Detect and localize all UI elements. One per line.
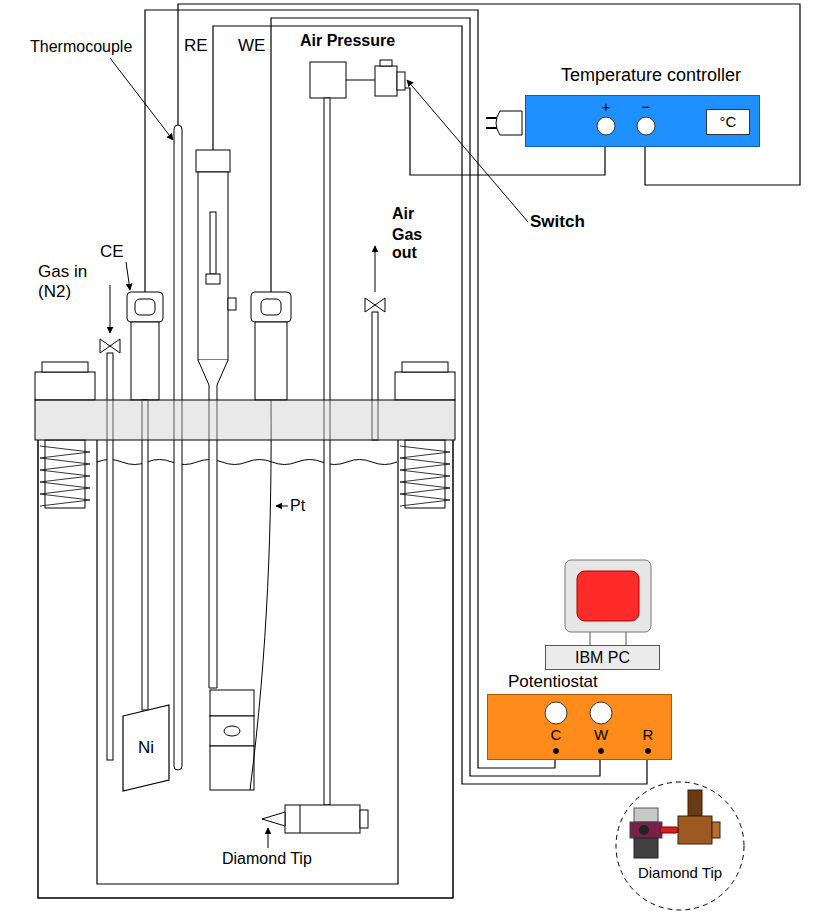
part-label: WE — [238, 36, 265, 56]
terminal-name: C — [551, 726, 562, 743]
heading: Temperature controller — [561, 65, 741, 86]
cap — [35, 372, 95, 400]
terminal-name: R — [643, 726, 654, 743]
push-rod — [324, 98, 330, 805]
reference-element — [210, 212, 216, 274]
box-text: IBM PC — [575, 648, 630, 666]
display-box: °C — [706, 109, 750, 135]
plate-outline — [123, 705, 169, 791]
heading: Potentiostat — [508, 672, 598, 692]
tip-body-line — [300, 805, 301, 833]
switch-port — [397, 72, 405, 90]
diamond-tip — [660, 827, 678, 833]
tip-knob — [360, 810, 368, 828]
terminal — [599, 749, 604, 754]
computer-box: IBM PC — [545, 645, 660, 670]
cap-stem — [405, 440, 445, 508]
pt-wire — [250, 400, 271, 790]
wire — [178, 4, 800, 185]
sample-holder — [210, 690, 254, 716]
sample — [224, 726, 240, 736]
diamond-tip — [262, 812, 285, 826]
side-arm — [228, 298, 236, 310]
terminal — [554, 749, 559, 754]
sample-holder — [210, 746, 254, 790]
part-label: Diamond Tip — [638, 864, 722, 881]
terminal — [545, 702, 567, 724]
valve — [100, 339, 120, 353]
monitor-stand — [626, 632, 627, 645]
electrode-plate: Ni — [120, 702, 172, 794]
wire — [145, 10, 555, 768]
part-label: Diamond Tip — [222, 850, 312, 868]
potentiostat-box: PotentiostatCWR — [487, 694, 672, 760]
outer-vessel — [38, 440, 453, 898]
gas-arrow — [110, 285, 111, 333]
fitting-nut — [251, 292, 291, 322]
brown-rod — [688, 790, 702, 816]
cap-top — [402, 362, 448, 372]
terminal — [646, 749, 651, 754]
gas-arrow — [375, 246, 376, 292]
holder-screw — [639, 825, 649, 835]
switch-valve — [375, 66, 397, 96]
leader-arrow — [268, 828, 269, 848]
part-label: Air Pressure — [300, 32, 395, 50]
leader-arrow — [110, 58, 173, 140]
terminal-name: W — [594, 726, 608, 743]
part-label: Gas out — [392, 226, 436, 263]
part-label: CE — [100, 242, 124, 262]
lid — [35, 400, 455, 440]
switch-knob — [380, 60, 392, 66]
part-label: Pt — [290, 497, 305, 515]
part-label: Thermocouple — [30, 38, 132, 56]
fitting-body — [255, 322, 287, 400]
monitor-screen — [577, 571, 639, 621]
air-cylinder — [310, 62, 346, 98]
part-label: RE — [184, 36, 208, 56]
tip-knob — [712, 822, 720, 838]
part-label: Gas in (N2) — [38, 262, 100, 301]
holder-base — [634, 838, 658, 858]
air-line — [346, 80, 375, 81]
sample-holder — [210, 716, 254, 746]
fitting-body — [131, 322, 159, 400]
reference-cap — [196, 150, 230, 172]
electrode-rod — [142, 400, 148, 710]
plug — [496, 111, 522, 135]
monitor — [565, 560, 651, 632]
leader-arrow — [276, 506, 288, 507]
valve — [365, 298, 385, 312]
fitting-seal — [261, 299, 281, 315]
reference-element — [206, 274, 220, 284]
cap-stem — [45, 440, 85, 508]
terminal-sign: − — [642, 98, 651, 115]
thread — [400, 446, 450, 506]
terminal — [590, 702, 612, 724]
holder-top — [634, 808, 658, 822]
fitting-nut — [127, 292, 163, 322]
part-label: Switch — [530, 212, 585, 232]
thermocouple-rod — [174, 125, 182, 770]
cap-top — [42, 362, 88, 372]
tip-body — [285, 805, 360, 833]
part-label: Air — [392, 205, 414, 223]
controller-box: Temperature controller+−°C — [525, 95, 760, 147]
terminal — [597, 117, 615, 135]
holder-clamp — [630, 822, 662, 838]
plate-text: Ni — [138, 738, 154, 758]
fitting-seal — [135, 299, 155, 315]
leader-arrow — [126, 262, 130, 290]
terminal-sign: + — [602, 98, 611, 115]
terminal — [637, 117, 655, 135]
tip-block — [678, 816, 712, 844]
inset-circle — [616, 782, 744, 910]
unit-text: °C — [720, 113, 737, 130]
monitor-stand — [590, 632, 591, 645]
cap — [395, 372, 455, 400]
thread — [40, 446, 90, 506]
reference-tube — [198, 172, 228, 360]
leader-arrow — [407, 80, 528, 222]
